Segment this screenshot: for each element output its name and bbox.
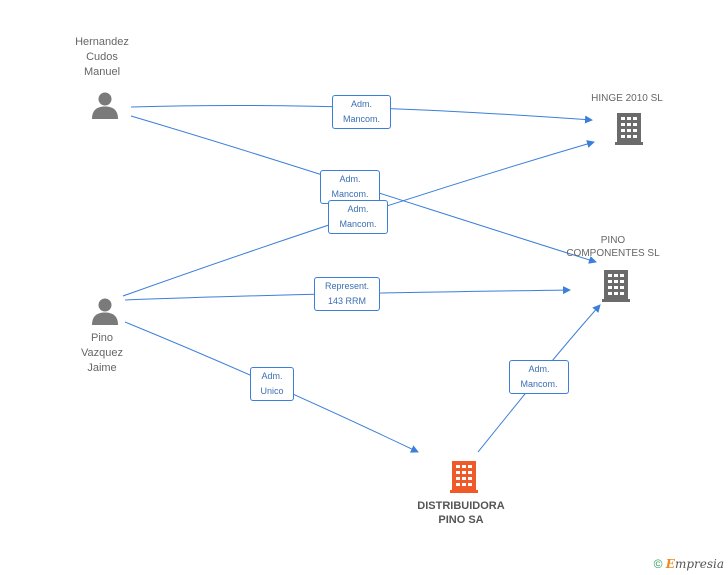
building-icon[interactable] [613,111,645,145]
person-icon[interactable] [90,296,120,326]
person-name-hernandez: Hernandez Cudos Manuel [75,36,129,78]
copyright-icon: © [653,557,663,571]
person-name-pino: Pino Vazquez Jaime [81,332,123,374]
company-name-distribuidora: DISTRIBUIDORA PINO SA [417,500,505,526]
edge-label-pino-hinge: Adm. Mancom. [328,200,388,234]
person-icon[interactable] [90,90,120,120]
edge-label-hernandez-hinge: Adm. Mancom. [332,95,391,129]
building-icon[interactable] [448,459,480,493]
edge-label-distribuidora-pino-componentes: Adm. Mancom. [509,360,569,394]
company-name-pino-componentes: PINO COMPONENTES SL [566,235,660,259]
edge-label-hernandez-pino-componentes: Adm. Mancom. [320,170,380,204]
edge-label-pino-distribuidora: Adm. Unico [250,367,294,401]
edge-label-pino-pino-componentes: Represent. 143 RRM [314,277,380,311]
footer-brand: © Empresia [654,557,724,571]
brand-logo: Empresia [665,557,724,571]
company-name-hinge: HINGE 2010 SL [591,93,663,104]
building-icon[interactable] [600,268,632,302]
